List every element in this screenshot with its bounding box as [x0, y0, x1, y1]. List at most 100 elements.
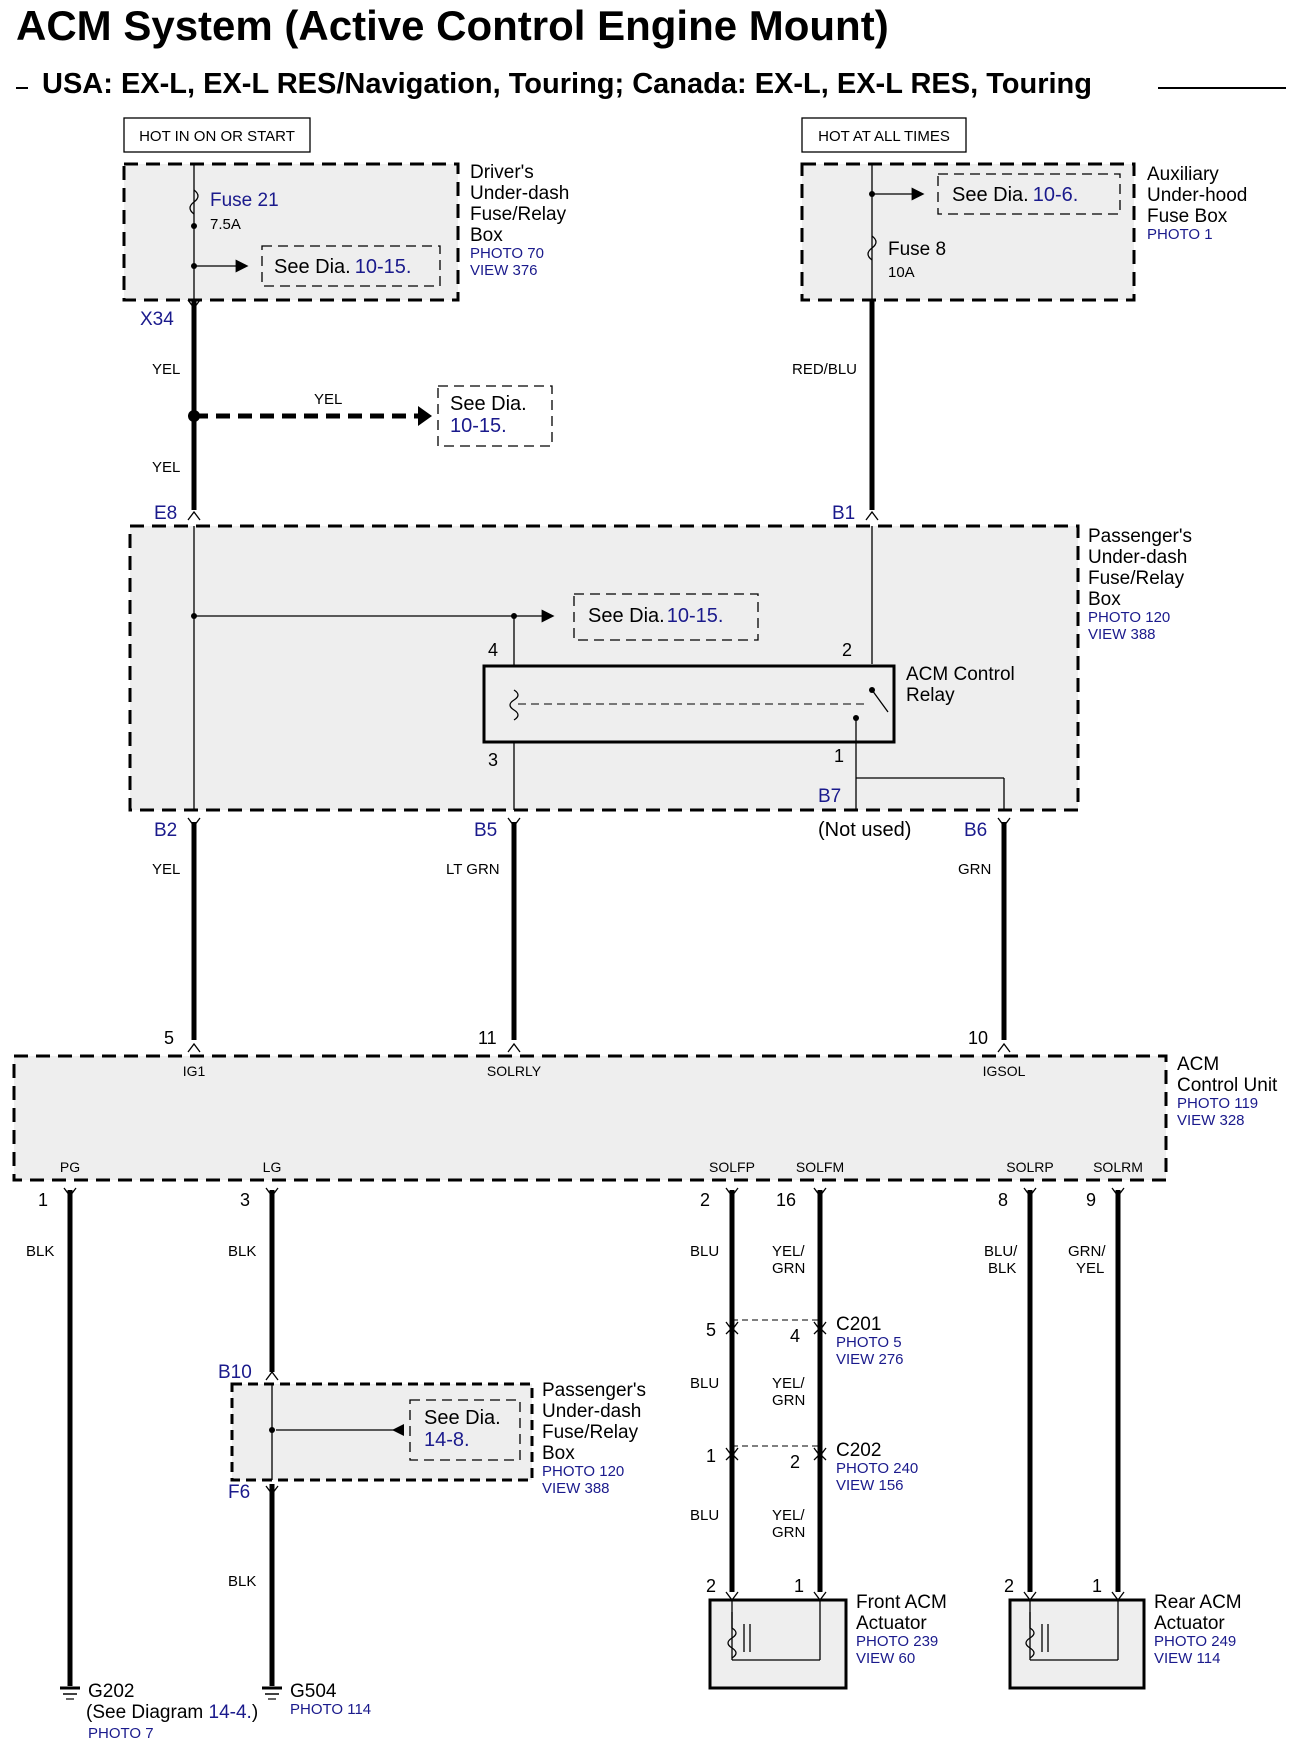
pfb2-name-1: Passenger's [542, 1380, 646, 1401]
see-dia-ref-5-num: 14-8. [424, 1429, 470, 1451]
fuse8-name: Fuse 8 [888, 239, 946, 260]
connector-x34: X34 [140, 309, 174, 330]
wire-color-yel-grn-1b: GRN [772, 1260, 805, 1277]
sig-igsol: IGSOL [983, 1063, 1026, 1079]
acm-control-unit [12, 1054, 1168, 1182]
wire-color-blk-1: BLK [26, 1243, 54, 1260]
c202-name: C202 [836, 1440, 881, 1461]
x34-connector-icon [187, 299, 201, 310]
pfb-name-3: Fuse/Relay [1088, 568, 1185, 589]
rear-pin-1: 1 [1092, 1576, 1102, 1596]
front-photo: PHOTO 239 [856, 1633, 938, 1650]
c201-name: C201 [836, 1314, 881, 1335]
relay-pin-2: 2 [842, 640, 852, 660]
b10-connector-icon [265, 1370, 279, 1381]
c201-pin5-icon [725, 1321, 739, 1335]
acm-pin-11: 11 [478, 1028, 497, 1048]
rear-coil-icon [1025, 1612, 1035, 1659]
connector-f6: F6 [228, 1482, 250, 1503]
see-dia-ref-1: See Dia.10-15. [274, 256, 411, 278]
front-coil-icon [727, 1612, 737, 1659]
c202-view: VIEW 156 [836, 1477, 904, 1494]
acm-pin-1: 1 [38, 1190, 48, 1210]
drivers-fuse-box-label: Driver's Under-dash Fuse/Relay Box PHOTO… [470, 162, 569, 279]
drivers-box-name-1: Driver's [470, 162, 534, 183]
wire-color-blu-blk-a: BLU/ [984, 1243, 1018, 1260]
see-dia-ref-2: See Dia.10-6. [952, 184, 1078, 206]
front-pin-2: 2 [706, 1576, 716, 1596]
drivers-box-view: VIEW 376 [470, 262, 538, 279]
sig-solrm: SOLRM [1093, 1159, 1143, 1175]
pfb-photo: PHOTO 120 [1088, 609, 1170, 626]
pfb2-splice [269, 1427, 275, 1433]
aux-box-name-1: Auxiliary [1147, 164, 1219, 185]
drivers-box-name-3: Fuse/Relay [470, 204, 567, 225]
pfb2-photo: PHOTO 120 [542, 1463, 624, 1480]
connector-b2: B2 [154, 820, 177, 841]
see-dia-ref-3-num: 10-15. [450, 415, 507, 437]
see-dia-ref-4: See Dia.10-15. [588, 605, 723, 627]
wire-color-yel-2: YEL [152, 459, 180, 476]
see-dia-ref-box-3 [437, 385, 553, 447]
front-acm-actuator [708, 1598, 848, 1690]
aux-box-photo: PHOTO 1 [1147, 226, 1213, 243]
rear-actuator-label: Rear ACM Actuator PHOTO 249 VIEW 114 [1154, 1592, 1242, 1667]
fuse8-rating: 10A [888, 264, 915, 281]
wire-color-grn-yel-b: YEL [1076, 1260, 1104, 1277]
fuse21-splice [191, 223, 197, 229]
pfb-view: VIEW 388 [1088, 626, 1156, 643]
wire-color-yel-grn-2a: YEL/ [772, 1375, 805, 1392]
wire-color-yel-grn-3b: GRN [772, 1524, 805, 1541]
acm-pin-5: 5 [164, 1028, 174, 1048]
rear-acm-actuator [1008, 1598, 1146, 1690]
ground-g202: G202 [88, 1681, 134, 1702]
rear-view: VIEW 114 [1154, 1650, 1220, 1667]
fuse21-icon [189, 189, 199, 215]
acm-unit-label: ACM Control Unit PHOTO 119 VIEW 328 [1177, 1054, 1278, 1129]
c201-pin4-icon [813, 1321, 827, 1335]
rear-name-2: Actuator [1154, 1613, 1225, 1634]
wire-color-blu-3: BLU [690, 1507, 719, 1524]
wire-color-blu-2: BLU [690, 1375, 719, 1392]
sig-pg: PG [60, 1159, 80, 1175]
relay-switch-icon [871, 689, 889, 713]
page-subtitle: USA: EX-L, EX-L RES/Navigation, Touring;… [42, 68, 1092, 100]
front-name-1: Front ACM [856, 1592, 947, 1613]
wire-color-grn: GRN [958, 861, 991, 878]
acm-name-1: ACM [1177, 1054, 1219, 1075]
drivers-box-name-2: Under-dash [470, 183, 569, 204]
relay-pin-4: 4 [488, 640, 498, 660]
c202-pin2-icon [813, 1447, 827, 1461]
e8-connector-icon [187, 510, 201, 521]
sig-solrly: SOLRLY [487, 1063, 542, 1079]
passengers-fuse-box-label: Passenger's Under-dash Fuse/Relay Box PH… [1088, 526, 1192, 643]
pfb2-name-4: Box [542, 1443, 575, 1464]
acm-pin10-icon [997, 1042, 1011, 1053]
c201-photo: PHOTO 5 [836, 1334, 902, 1351]
acm-control-relay [482, 664, 896, 744]
see-dia-ref-box-1 [261, 245, 441, 287]
rear-name-1: Rear ACM [1154, 1592, 1242, 1613]
wire-color-yel-grn-3a: YEL/ [772, 1507, 805, 1524]
b7-not-used: (Not used) [818, 819, 911, 841]
c201-view: VIEW 276 [836, 1351, 904, 1368]
acm-view: VIEW 328 [1177, 1112, 1245, 1129]
c201-pin-4: 4 [790, 1326, 800, 1346]
fuse21-name: Fuse 21 [210, 190, 279, 211]
wire-color-red-blu: RED/BLU [792, 361, 857, 378]
front-view: VIEW 60 [856, 1650, 915, 1667]
pfb-name-2: Under-dash [1088, 547, 1187, 568]
branch-arrow-icon [418, 406, 432, 426]
wire-color-lt-grn: LT GRN [446, 861, 500, 878]
hot-in-on-label-box [123, 117, 311, 153]
relay-name-1: ACM Control [906, 664, 1015, 685]
pfb2-arrow-icon [392, 1424, 404, 1436]
acm-pin5-icon [187, 1042, 201, 1053]
sig-solfm: SOLFM [796, 1159, 844, 1175]
aux-box-name-3: Fuse Box [1147, 206, 1228, 227]
aux-fuse-box-label: Auxiliary Under-hood Fuse Box PHOTO 1 [1147, 164, 1247, 243]
ground-g202-note: (See Diagram 14-4.) [86, 1702, 258, 1723]
pfb-name-1: Passenger's [1088, 526, 1192, 547]
connector-b10: B10 [218, 1362, 252, 1383]
pfb-name-4: Box [1088, 589, 1121, 610]
